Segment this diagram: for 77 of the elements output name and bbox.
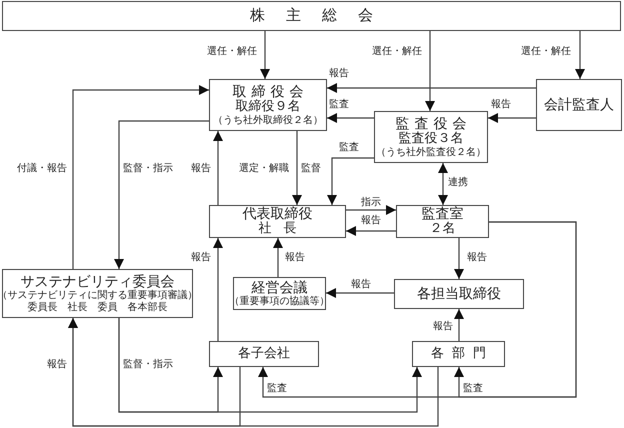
arrow [454,309,464,341]
edge-label: 監査 [462,383,484,395]
department-box [412,341,505,367]
edge-label: 監督・指示 [122,163,174,175]
arrow [425,31,435,111]
edge-label: 報告 [350,279,372,291]
edge-label: 報告 [46,359,68,371]
edge-label: 報告 [284,252,306,264]
edge-label: 報告 [466,252,488,264]
edge-label: 監督・指示 [122,359,174,371]
arrow [118,318,422,413]
edge-label: 報告 [328,68,350,80]
box-text: ２名 [430,222,456,238]
arrow [346,226,396,236]
arrow [273,238,283,277]
executive-box [394,279,524,309]
meeting-box [2,1,621,31]
arrow [327,113,374,123]
edge-label: 監査 [266,383,288,395]
arrow [72,85,209,269]
box-title: 会計監査人 [544,96,614,114]
box-title: 株主総会 [250,7,394,25]
arrow [213,238,223,341]
arrow [326,288,394,298]
arrow [346,205,396,215]
edge-label: 報告 [432,321,454,333]
box-title: 取締役会 [232,84,308,100]
box-title: 監査室 [422,206,464,222]
edge-label: 監査 [328,99,350,111]
edge-label: 選任・解任 [520,46,572,58]
arrow [454,221,577,398]
edge-label: 選任・解任 [206,46,258,58]
box-title: 各担当取締役 [417,286,501,302]
edge-label: 監査 [338,142,360,154]
edge-label: 連携 [447,177,469,189]
board-box [209,79,327,131]
box-text: （うち社外取締役２名） [213,114,323,126]
arrow [438,163,448,205]
arrow [327,157,374,205]
annotation: 監督 [300,163,322,175]
box-title: サステナビリティ委員会 [20,274,174,290]
edge-label: 報告 [190,252,212,264]
arrow [260,31,270,79]
committee-box [2,269,193,318]
auditor-box [536,79,622,131]
arrow [327,83,536,93]
arrow [575,31,585,79]
meeting-box [233,277,326,310]
box-title: 代表取締役 [242,206,312,222]
box-text: 社長 [258,222,308,238]
company-box [209,341,319,367]
edge-label: 選任・解任 [371,46,423,58]
edge-label: 指示 [360,197,382,209]
executive-box [209,205,346,238]
box-text: 取締役９名 [236,100,300,114]
box-title: 各部門 [431,346,494,362]
box-title: 各子会社 [238,346,290,362]
box-title: 経営会議 [252,280,308,296]
arrow [292,131,302,205]
edge-label: 報告 [190,163,212,175]
edge-label: 選定・解職 [238,163,290,175]
box-text: 委員長 社長 委員 各本部長 [28,302,168,314]
arrow [454,238,464,279]
box-text: （サステナビリティに関する重要事項審議） [0,290,198,302]
box-text: （重要事項の協議等） [230,296,330,308]
arrow [68,318,439,427]
board-box [374,111,488,163]
edge-label: 報告 [490,99,512,111]
edge-label: 付議・報告 [16,163,68,175]
arrow [213,131,223,205]
box-title: 監査役会 [396,116,472,132]
office-box [396,205,489,238]
arrow [488,113,536,123]
box-text: （うち社外監査役２名） [376,146,486,158]
box-text: 監査役３名 [398,132,464,146]
arrow [114,120,209,269]
edge-label: 報告 [360,215,382,227]
